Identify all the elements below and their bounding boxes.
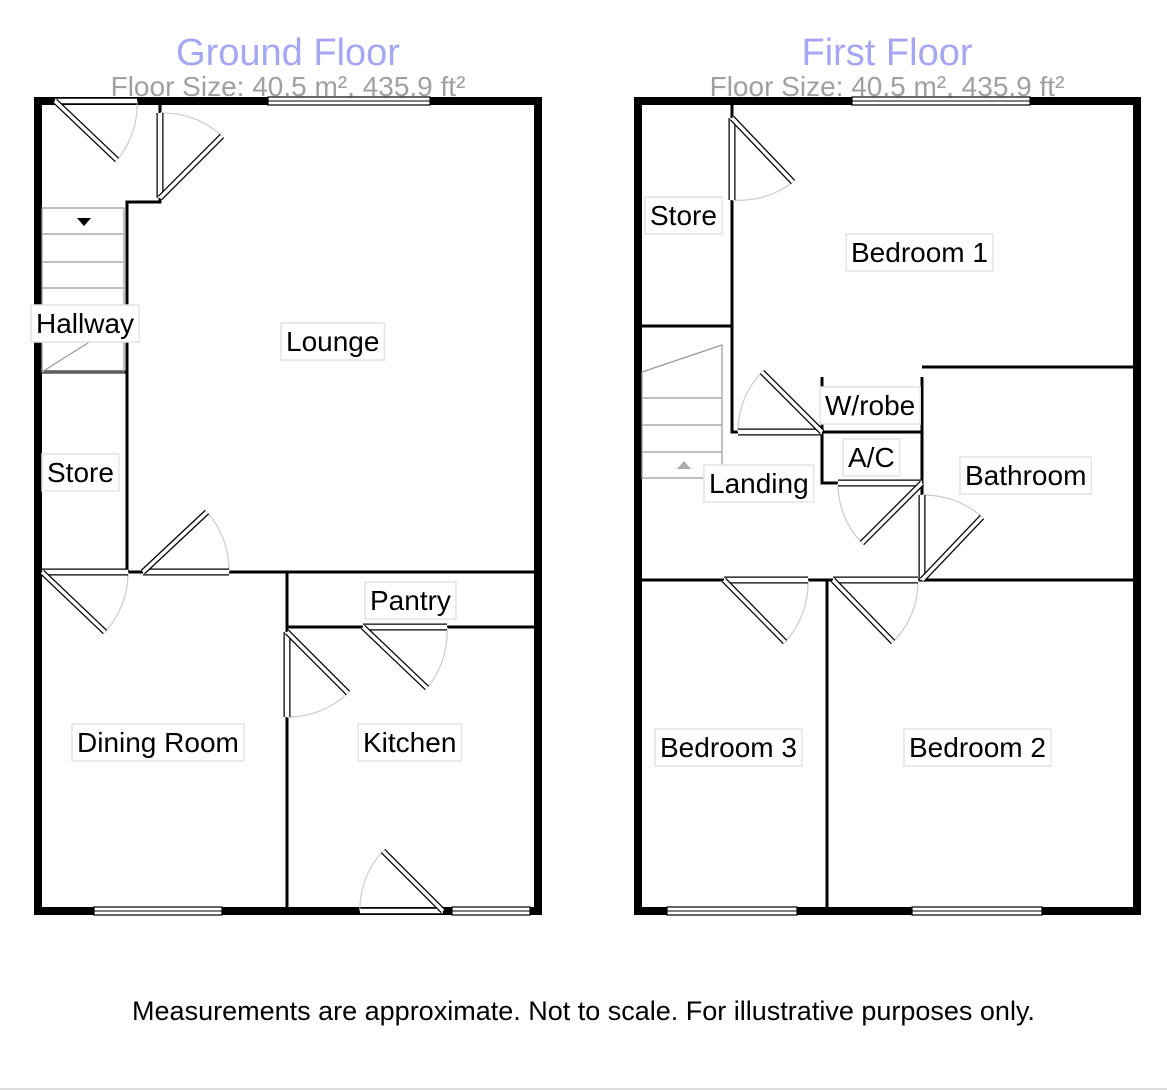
door[interactable] xyxy=(156,112,225,201)
window xyxy=(93,906,223,916)
room-label: Bedroom 3 xyxy=(654,728,803,767)
window xyxy=(267,96,431,106)
stair-down-arrow-icon xyxy=(77,218,91,226)
room-label: A/C xyxy=(842,438,901,477)
room-label: W/robe xyxy=(819,386,921,425)
ground-floor-title: Ground Floor xyxy=(176,32,400,74)
door[interactable] xyxy=(918,494,985,583)
window xyxy=(911,906,1043,916)
room-label: Store xyxy=(644,196,723,235)
room-label: Hallway xyxy=(30,304,140,343)
window xyxy=(451,906,531,916)
door[interactable] xyxy=(360,623,448,691)
door[interactable] xyxy=(728,115,796,201)
window xyxy=(666,906,798,916)
door[interactable] xyxy=(39,568,129,635)
divider xyxy=(0,1088,1167,1090)
room-name: Store xyxy=(47,457,114,488)
room-name: Lounge xyxy=(286,326,379,357)
room-label: Pantry xyxy=(364,581,457,620)
room-name: W/robe xyxy=(825,390,915,421)
room-name: Pantry xyxy=(370,585,451,616)
store-wall xyxy=(638,105,738,434)
room-label: Bathroom xyxy=(959,456,1093,495)
room-name: Store xyxy=(650,200,717,231)
room-label: Lounge xyxy=(280,322,386,361)
room-label: Bedroom 1 xyxy=(845,233,994,272)
room-name: Bedroom 2 xyxy=(909,732,1046,763)
room-name: Bathroom xyxy=(965,460,1086,491)
room-name: A/C xyxy=(848,442,895,473)
disclaimer: Measurements are approximate. Not to sca… xyxy=(132,996,1035,1026)
door[interactable] xyxy=(140,509,230,576)
door[interactable] xyxy=(359,848,446,915)
room-name: Landing xyxy=(709,468,809,499)
staircase xyxy=(641,344,723,479)
window xyxy=(851,96,1031,106)
door[interactable] xyxy=(721,576,809,645)
door[interactable] xyxy=(52,97,138,163)
room-label: Store xyxy=(41,453,120,492)
room-name: Kitchen xyxy=(363,727,456,758)
room-label: Kitchen xyxy=(357,723,463,762)
first-floor-title: First Floor xyxy=(802,32,973,74)
stair-up-arrow-icon xyxy=(677,461,691,469)
door[interactable] xyxy=(830,576,919,645)
room-name: Bedroom 1 xyxy=(851,237,988,268)
room-label: Dining Room xyxy=(71,723,245,762)
room-name: Hallway xyxy=(36,308,134,339)
room-label: Bedroom 2 xyxy=(903,728,1052,767)
door[interactable] xyxy=(837,479,925,546)
ground-floor-plan xyxy=(34,97,542,915)
door[interactable] xyxy=(283,629,351,718)
room-label: Landing xyxy=(703,464,815,503)
room-name: Dining Room xyxy=(77,727,239,758)
room-name: Bedroom 3 xyxy=(660,732,797,763)
staircase xyxy=(41,207,125,373)
door[interactable] xyxy=(737,369,825,436)
